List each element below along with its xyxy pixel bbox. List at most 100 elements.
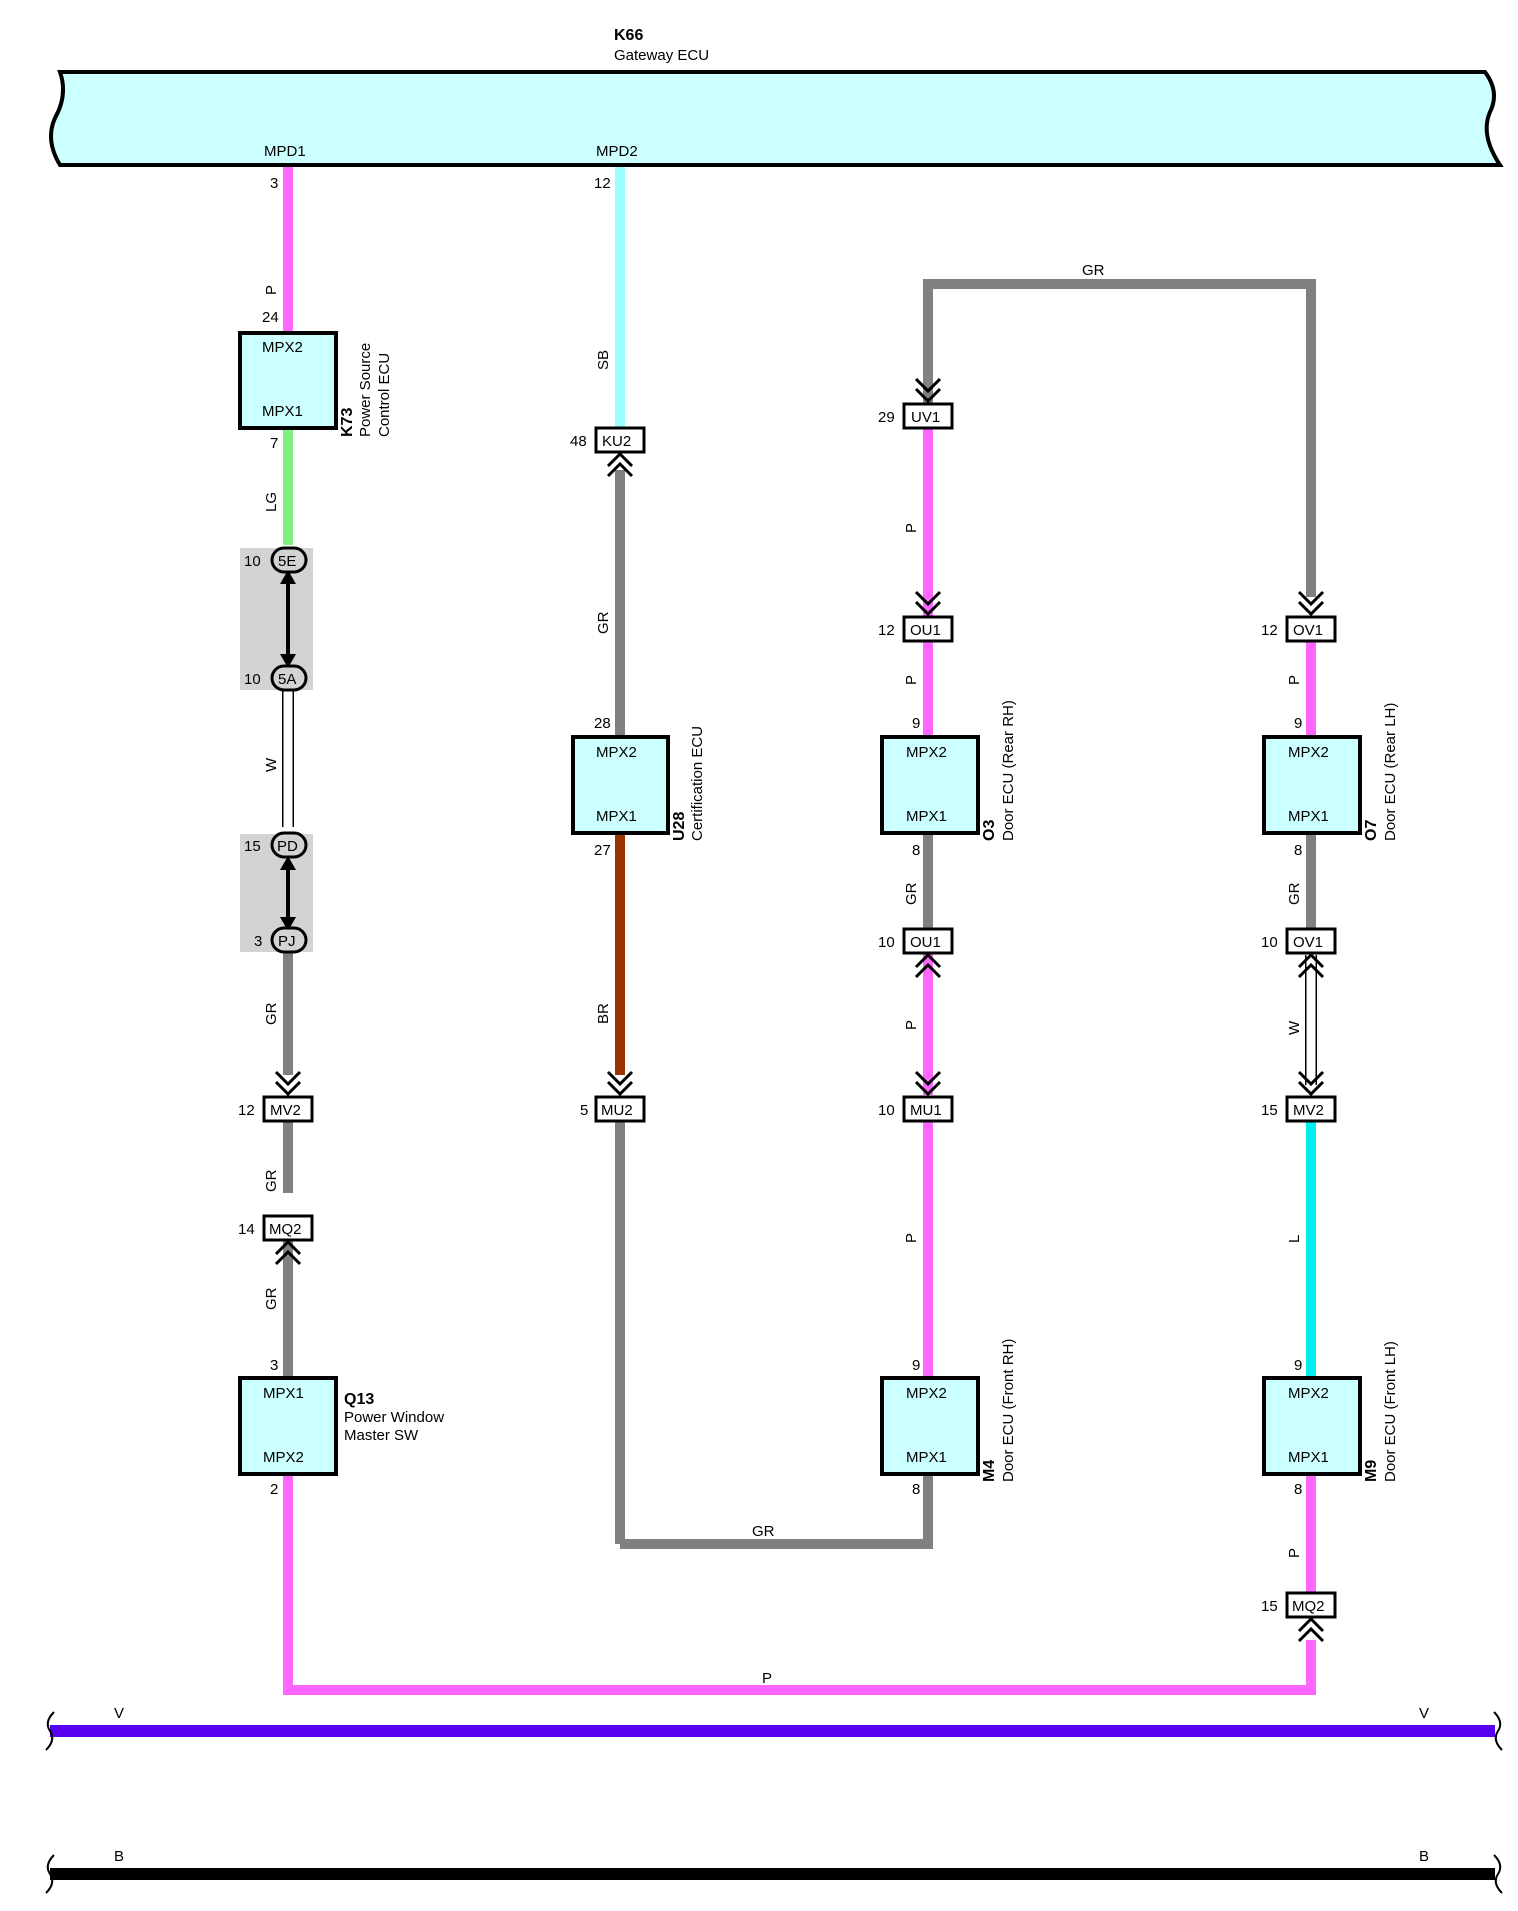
- chevron-down-icon: [914, 387, 942, 404]
- connector-ou1-a-num: 12: [878, 622, 895, 639]
- wire-label-w14: GR: [903, 882, 920, 905]
- connector-ou1-a-box: [902, 615, 954, 643]
- ecu-o7-code: O7: [1363, 820, 1380, 841]
- junction-arrow-up-5e: [280, 570, 296, 584]
- chevron-down-icon: [1297, 590, 1325, 607]
- junction-5e-shape: [270, 546, 308, 574]
- connector-ov1-b-num: 10: [1261, 934, 1278, 951]
- ecu-q13-name1: Power Window: [344, 1409, 444, 1426]
- chevron-up-icon: [606, 451, 634, 468]
- connector-uv1: UV1 29: [878, 377, 954, 430]
- ecu-k73-top-num: 24: [262, 309, 279, 326]
- connector-mv2-a-label: MV2: [270, 1102, 301, 1119]
- ecu-o3: MPX2 MPX1 9 8 O3 Door ECU (Rear RH): [880, 700, 1017, 859]
- connector-ou1-b-box: [902, 927, 954, 955]
- wire-w22: [283, 1474, 1316, 1695]
- chevron-down-icon: [914, 600, 942, 617]
- ecu-m4-top-num: 9: [912, 1357, 920, 1374]
- connector-ku2-box: [594, 426, 646, 454]
- ecu-m4-bottom-num: 8: [912, 1481, 920, 1498]
- ecu-q13-name2: Master SW: [344, 1427, 419, 1444]
- junction-pd-label: PD: [277, 838, 298, 855]
- junction-pd-shape: [270, 831, 308, 859]
- wire-w10-bottom: [620, 1474, 933, 1549]
- gateway-pin-mpd2: MPD2: [596, 143, 638, 160]
- wire-label-w20: L: [1286, 1235, 1303, 1243]
- ecu-m9-pin-bottom: MPX1: [1288, 1449, 1329, 1466]
- junction-pj-shape: [270, 926, 308, 954]
- chevron-up-icon: [1297, 962, 1325, 979]
- ecu-q13-top-num: 3: [270, 1357, 278, 1374]
- ecu-u28: MPX2 MPX1 28 27 U28 Certification ECU: [571, 715, 706, 859]
- connector-mu2-label: MU2: [601, 1102, 633, 1119]
- junction-5e-label: 5E: [278, 553, 296, 570]
- ecu-o3-pin-bottom: MPX1: [906, 808, 947, 825]
- connector-mq2-b-num: 15: [1261, 1598, 1278, 1615]
- ecu-m9-bottom-num: 8: [1294, 1481, 1302, 1498]
- wire-label-w15: P: [903, 1020, 920, 1030]
- chevron-down-icon: [274, 1070, 302, 1087]
- junction-pj-num: 3: [254, 933, 262, 950]
- connector-ov1-b: OV1 10: [1261, 927, 1337, 979]
- ecu-o3-pin-top: MPX2: [906, 744, 947, 761]
- junction-arrow-down-5a: [280, 654, 296, 668]
- bus-b: B B: [45, 1848, 1503, 1894]
- wire-label-w22: P: [762, 1670, 772, 1687]
- chevron-up-icon: [914, 952, 942, 969]
- connector-uv1-label: UV1: [911, 409, 940, 426]
- wire-w11: [923, 279, 1316, 597]
- ecu-m9-top-num: 9: [1294, 1357, 1302, 1374]
- connector-mu1: MU1 10: [878, 1070, 954, 1123]
- connector-mv2-a-num: 12: [238, 1102, 255, 1119]
- wire-label-w18: GR: [1286, 882, 1303, 905]
- connector-mu2: MU2 5: [580, 1070, 646, 1123]
- connector-mq2-a-label: MQ2: [269, 1221, 302, 1238]
- connector-ov1-a-num: 12: [1261, 622, 1278, 639]
- ecu-o7-name: Door ECU (Rear LH): [1382, 703, 1399, 841]
- connector-mu1-box: [902, 1095, 954, 1123]
- ecu-u28-name: Certification ECU: [689, 726, 706, 841]
- wire-label-w21: P: [1286, 1548, 1303, 1558]
- ecu-o7-box: [1262, 735, 1362, 835]
- connector-ou1-b-label: OU1: [910, 934, 941, 951]
- ecu-m9-box: [1262, 1376, 1362, 1476]
- ecu-q13-pin-top: MPX1: [263, 1385, 304, 1402]
- wire-label-w13: P: [903, 675, 920, 685]
- bus-v-label-left: V: [114, 1705, 124, 1722]
- wire-label-w6: GR: [263, 1287, 280, 1310]
- gateway-pin-num-3: 3: [270, 175, 278, 192]
- connector-ov1-a-label: OV1: [1293, 622, 1323, 639]
- ecu-m9-code: M9: [1363, 1460, 1380, 1482]
- chevron-up-icon: [1297, 1616, 1325, 1633]
- chevron-down-icon: [1297, 600, 1325, 617]
- ecu-o3-top-num: 9: [912, 715, 920, 732]
- connector-mu2-num: 5: [580, 1102, 588, 1119]
- junction-5a: 5A 10: [244, 664, 308, 692]
- connector-mv2-b-label: MV2: [1293, 1102, 1324, 1119]
- ecu-u28-code: U28: [671, 812, 688, 841]
- connector-ou1-b: OU1 10: [878, 927, 954, 979]
- connector-ov1-a-box: [1285, 615, 1337, 643]
- wires: [282, 167, 1317, 1695]
- ecu-m4: MPX2 MPX1 9 8 M4 Door ECU (Front RH): [880, 1339, 1017, 1498]
- chevron-down-icon: [274, 1080, 302, 1097]
- connector-mu2-box: [594, 1095, 646, 1123]
- ecu-o3-name: Door ECU (Rear RH): [1000, 700, 1017, 841]
- chevron-down-icon: [1297, 1070, 1325, 1087]
- connector-uv1-num: 29: [878, 409, 895, 426]
- connector-ku2-num: 48: [570, 433, 587, 450]
- ecu-u28-pin-top: MPX2: [596, 744, 637, 761]
- connector-ou1-a-label: OU1: [910, 622, 941, 639]
- gateway-pin-num-12: 12: [594, 175, 611, 192]
- junction-5e: 5E 10: [244, 546, 308, 574]
- junction-5e-num: 10: [244, 553, 261, 570]
- bus-b-label-left: B: [114, 1848, 124, 1865]
- bus-v: V V: [45, 1705, 1503, 1751]
- ecu-m9-name: Door ECU (Front LH): [1382, 1341, 1399, 1482]
- connector-ku2: KU2 48: [570, 426, 646, 478]
- gateway-ecu-code: K66: [614, 27, 643, 44]
- wire-label-w17: P: [1286, 675, 1303, 685]
- gateway-ecu-body: [49, 70, 1504, 167]
- wire-label-w4: GR: [263, 1002, 280, 1025]
- wire-labels: P LG W GR GR GR SB GR BR GR GR P P GR P …: [263, 262, 1303, 1687]
